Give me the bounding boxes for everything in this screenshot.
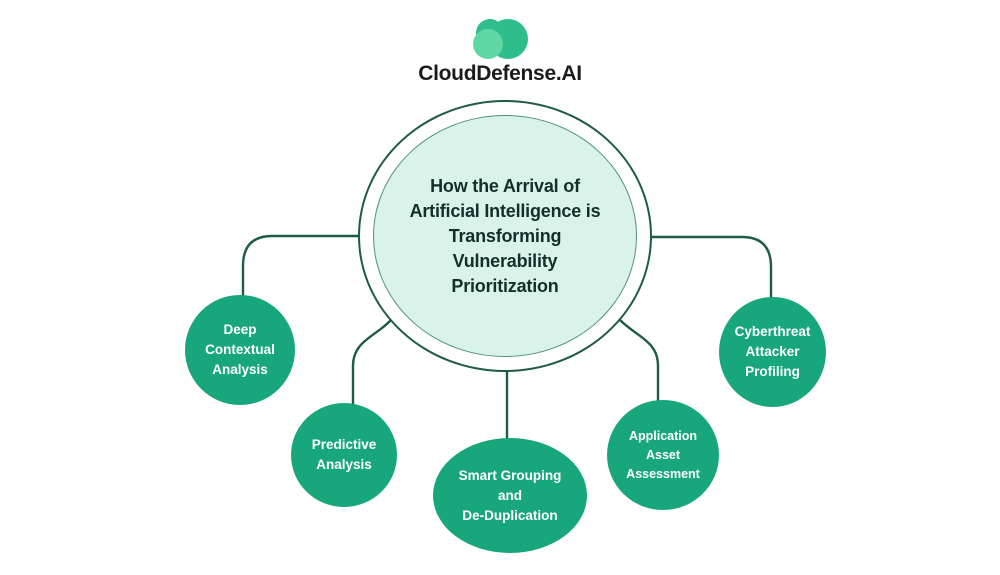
center-title-line: Prioritization — [451, 275, 559, 296]
connector-cyberthreat — [649, 235, 773, 301]
node-deep-contextual-analysis: Deep Contextual Analysis — [185, 295, 295, 405]
node-label-line: Assessment — [626, 466, 700, 481]
cloud-light-circle — [473, 29, 503, 59]
center-node-ring: How the Arrival of Artificial Intelligen… — [358, 100, 652, 372]
logo: CloudDefense.AI — [0, 14, 1000, 86]
node-smart-grouping-deduplication: Smart Grouping and De-Duplication — [433, 438, 587, 553]
node-label-line: Analysis — [212, 362, 268, 377]
connector-predictive — [351, 318, 393, 407]
node-label-line: Analysis — [316, 457, 372, 472]
node-label-line: Deep — [223, 322, 257, 337]
center-title-line: Vulnerability — [452, 250, 558, 271]
node-label-line: Predictive — [311, 437, 377, 452]
node-label-line: De-Duplication — [462, 507, 558, 523]
node-label-line: Contextual — [205, 342, 275, 357]
connector-deep-contextual — [241, 234, 361, 299]
node-label-line: and — [497, 487, 522, 503]
node-label-line: Attacker — [745, 344, 800, 359]
node-label-line: Asset — [645, 447, 681, 462]
node-label-line: Cyberthreat — [734, 324, 811, 339]
center-title-line: How the Arrival of — [430, 175, 580, 196]
connector-application-asset — [618, 318, 660, 404]
center-node: How the Arrival of Artificial Intelligen… — [373, 115, 637, 357]
node-label-line: Smart Grouping — [458, 467, 562, 483]
node-label-line: Profiling — [745, 364, 800, 379]
node-cyberthreat-attacker-profiling: Cyberthreat Attacker Profiling — [719, 297, 826, 407]
node-application-asset-assessment: Application Asset Assessment — [607, 400, 719, 510]
node-label-line: Application — [628, 428, 698, 443]
center-title-line: Artificial Intelligence is — [409, 200, 601, 221]
node-predictive-analysis: Predictive Analysis — [291, 403, 397, 507]
cloud-icon — [473, 19, 528, 59]
center-title-line: Transforming — [448, 225, 562, 246]
logo-text: CloudDefense.AI — [418, 62, 582, 85]
